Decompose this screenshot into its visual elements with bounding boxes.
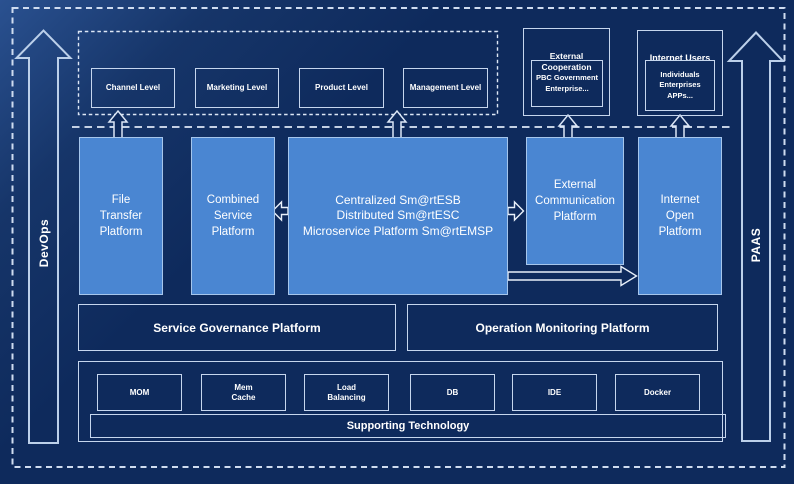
level-box-marketing: Marketing Level xyxy=(195,68,279,108)
tech-box-mem-cache: Mem Cache xyxy=(201,374,286,411)
devops-up-arrow xyxy=(14,29,73,444)
right-arrow-to-external-communication xyxy=(507,200,525,222)
outer-dashed-frame xyxy=(11,7,786,468)
platform-external-communication: External Communication Platform xyxy=(526,137,624,265)
platform-esb-core: Centralized Sm@rtESB Distributed Sm@rtES… xyxy=(288,137,508,295)
tech-box-docker: Docker xyxy=(615,374,700,411)
external-cooperation-title: External Cooperation xyxy=(541,51,592,72)
paas-up-arrow xyxy=(726,31,786,442)
tech-box-mom: MOM xyxy=(97,374,182,411)
platform-file-transfer: File Transfer Platform xyxy=(79,137,163,295)
tech-box-ide: IDE xyxy=(512,374,597,411)
level-box-product: Product Level xyxy=(299,68,384,108)
supporting-technology-label-bar: Supporting Technology xyxy=(90,414,726,438)
internet-users-box: Internet Users Individuals Enterprises A… xyxy=(637,30,723,116)
up-arrow-esb-core xyxy=(386,109,408,139)
levels-dashed-box xyxy=(77,30,499,116)
internet-users-members: Individuals Enterprises APPs... xyxy=(645,60,715,111)
internet-users-title: Internet Users xyxy=(649,53,711,63)
external-cooperation-members: PBC Government Enterprise... xyxy=(531,60,603,107)
level-box-management: Management Level xyxy=(403,68,488,108)
devops-rail-label: DevOps xyxy=(36,218,51,268)
level-box-channel: Channel Level xyxy=(91,68,175,108)
up-arrow-external-communication xyxy=(557,113,579,139)
up-arrow-internet-open xyxy=(669,113,691,139)
tech-box-db: DB xyxy=(410,374,495,411)
tech-box-load-balancing: Load Balancing xyxy=(304,374,389,411)
left-arrow-to-combined-service xyxy=(271,200,289,222)
service-governance-platform-box: Service Governance Platform xyxy=(78,304,396,351)
supporting-technology-container xyxy=(78,361,723,442)
up-arrow-file-transfer xyxy=(107,109,129,139)
platform-internet-open: Internet Open Platform xyxy=(638,137,722,295)
platform-combined-service: Combined Service Platform xyxy=(191,137,275,295)
paas-rail-label: PAAS xyxy=(749,227,763,263)
operation-monitoring-platform-box: Operation Monitoring Platform xyxy=(407,304,718,351)
external-cooperation-box: External Cooperation PBC Government Ente… xyxy=(523,28,610,116)
right-arrow-to-internet-open xyxy=(507,265,638,287)
